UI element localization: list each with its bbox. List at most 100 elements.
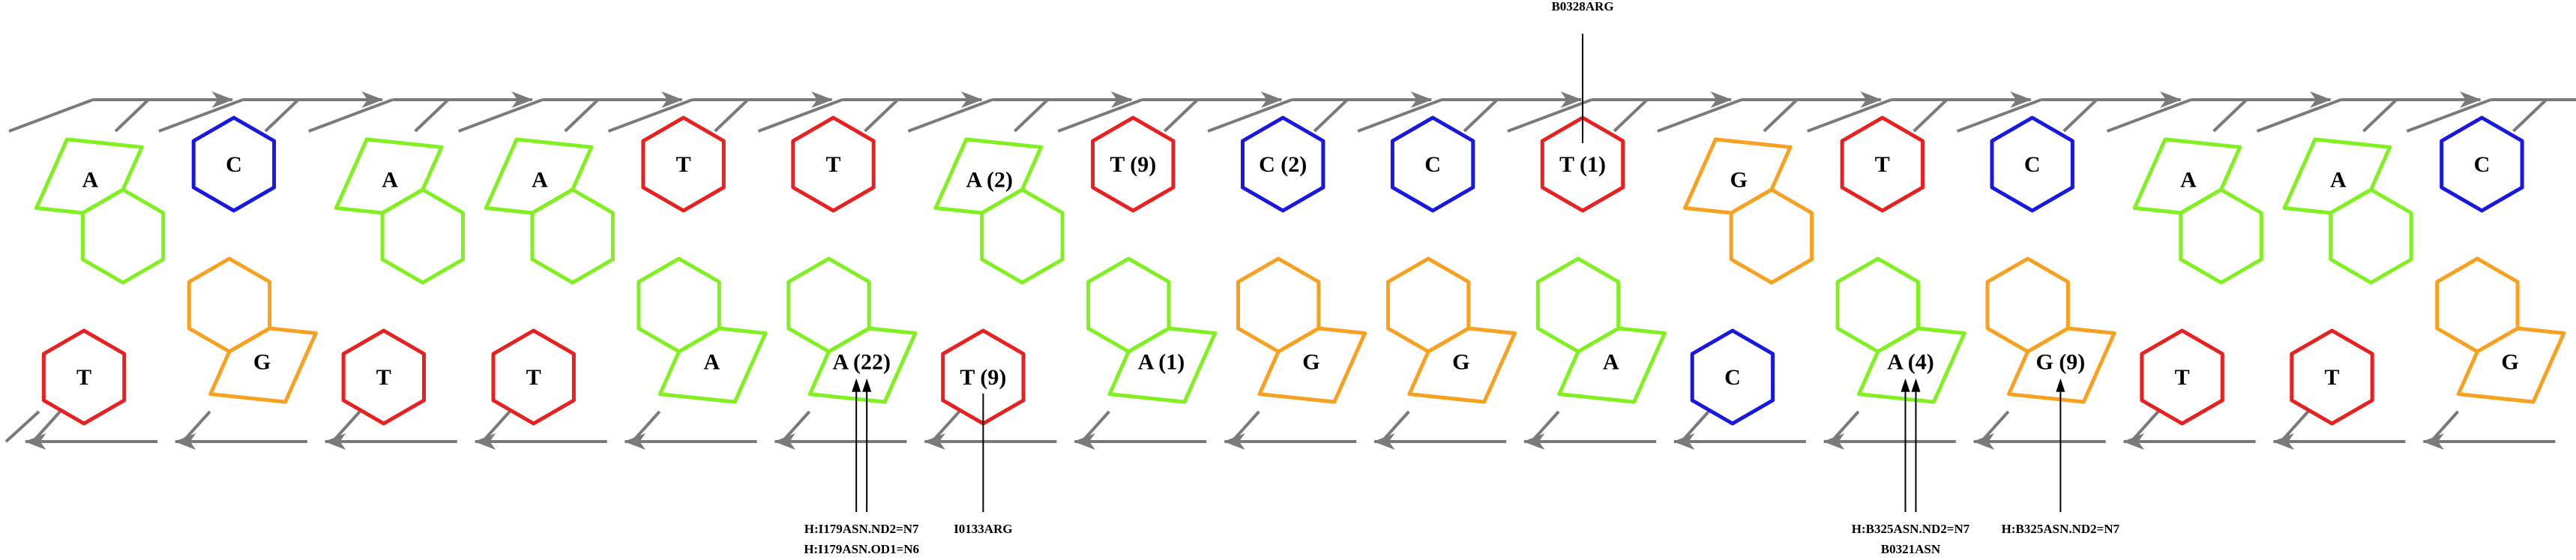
top-base-label: T (1) xyxy=(1559,152,1606,177)
bottom-base-label: G xyxy=(253,350,271,375)
top-backbone-link xyxy=(2512,98,2548,133)
bottom-backbone-slant xyxy=(1680,410,1710,443)
purine-hexagon-icon xyxy=(1236,256,1321,354)
top-backbone-slant xyxy=(8,98,94,133)
top-backbone-slant xyxy=(2406,98,2492,133)
pyrimidine-hexagon-icon xyxy=(341,328,426,426)
top-base-label: T xyxy=(825,152,840,177)
top-base-label: T xyxy=(1875,152,1890,177)
top-backbone-slant xyxy=(1357,98,1442,133)
top-base-C-1: C xyxy=(191,115,277,213)
bottom-base-label: T xyxy=(2324,365,2339,390)
top-backbone-slant xyxy=(1657,98,1742,133)
bottom-base-A-4: A xyxy=(637,256,768,404)
residue-label: I0133ARG xyxy=(954,522,1012,536)
pyrimidine-hexagon-icon xyxy=(791,115,876,213)
top-backbone-link xyxy=(1313,98,1349,133)
interaction-annotation: H:I179ASN.ND2=N7H:I179ASN.OD1=N6 xyxy=(804,378,919,556)
purine-hexagon-icon xyxy=(637,256,721,354)
top-base-C-9: C xyxy=(1390,115,1475,213)
top-base-T-12: T xyxy=(1840,115,1925,213)
top-backbone-arrowhead xyxy=(1560,91,1583,109)
top-backbone-slant xyxy=(2106,98,2192,133)
pyrimidine-hexagon-icon xyxy=(1990,115,2074,213)
bottom-base-G-1: G xyxy=(187,256,318,404)
residue-label: H:I179ASN.OD1=N6 xyxy=(804,542,919,556)
purine-pentagon-icon xyxy=(1407,326,1517,404)
residue-label: B0328ARG xyxy=(1551,0,1613,13)
top-base-A-15: A xyxy=(2282,137,2413,285)
top-base-label: A xyxy=(2180,167,2197,192)
bottom-base-label: C xyxy=(1724,365,1741,390)
bottom-backbone-slant xyxy=(1380,410,1410,443)
top-base-label: A xyxy=(382,167,398,192)
top-backbone-arrowhead xyxy=(2010,91,2032,109)
purine-pentagon-icon xyxy=(2132,137,2242,215)
top-base-A-14: A xyxy=(2132,137,2263,285)
top-backbone-link xyxy=(2362,98,2398,133)
pyrimidine-hexagon-icon xyxy=(1540,115,1625,213)
bottom-base-label: G (9) xyxy=(2035,350,2085,375)
bottom-base-G-13: G (9) xyxy=(1985,256,2116,404)
top-base-T-5: T xyxy=(791,115,876,213)
top-base-A-6: A (2) xyxy=(933,137,1065,285)
purine-hexagon-icon xyxy=(1385,256,1471,354)
top-base-label: A xyxy=(82,167,98,192)
pyrimidine-hexagon-icon xyxy=(191,115,277,213)
top-base-T-7: T (9) xyxy=(1091,115,1176,213)
arrowhead-icon xyxy=(2056,378,2065,392)
top-backbone-arrowhead xyxy=(511,91,534,109)
purine-pentagon-icon xyxy=(208,326,318,404)
top-backbone-slant xyxy=(607,98,693,133)
bottom-base-label: G xyxy=(2501,350,2518,375)
purine-pentagon-icon xyxy=(1857,326,1966,404)
bottom-base-C-11: C xyxy=(1690,328,1775,426)
bottom-base-T-14: T xyxy=(2140,328,2224,426)
top-base-label: C xyxy=(226,152,242,177)
pyrimidine-hexagon-icon xyxy=(1690,328,1775,426)
bottom-base-label: A (1) xyxy=(1138,350,1185,375)
top-backbone-link xyxy=(1763,98,1799,133)
arrowhead-icon xyxy=(1911,378,1921,392)
bottom-backbone-slant xyxy=(931,410,960,443)
bottom-backbone-slant xyxy=(781,410,811,443)
top-backbone-link xyxy=(1913,98,1948,133)
top-backbone-link xyxy=(864,98,899,133)
bottom-backbone-slant xyxy=(1980,410,2010,443)
bottom-base-T-15: T xyxy=(2290,328,2374,426)
bottom-base-label: A xyxy=(1603,350,1619,375)
top-backbone-slant xyxy=(757,98,843,133)
bottom-backbone-slant xyxy=(1530,410,1560,443)
purine-pentagon-icon xyxy=(2456,326,2566,404)
pyrimidine-hexagon-icon xyxy=(1390,115,1475,213)
pyrimidine-hexagon-icon xyxy=(1840,115,1925,213)
top-base-G-11: G xyxy=(1683,137,1814,285)
arrowhead-icon xyxy=(862,378,872,392)
top-base-A-2: A xyxy=(334,137,465,285)
purine-hexagon-icon xyxy=(980,187,1065,285)
bottom-base-A-10: A xyxy=(1535,256,1667,404)
annotation-layer: B0328ARG H:I179ASN.ND2=N7H:I179ASN.OD1=N6… xyxy=(804,0,2119,556)
top-base-A-0: A xyxy=(34,137,166,285)
purine-hexagon-icon xyxy=(530,187,615,285)
top-backbone-arrowhead xyxy=(661,91,683,109)
bottom-base-label: A xyxy=(703,350,720,375)
bottom-backbone-slant xyxy=(331,410,361,443)
top-base-C-13: C xyxy=(1990,115,2074,213)
pyrimidine-hexagon-icon xyxy=(41,328,127,426)
interaction-annotation: I0133ARG xyxy=(954,394,1013,536)
top-backbone-slant xyxy=(1207,98,1292,133)
top-base-C-16: C xyxy=(2440,115,2524,213)
bottom-base-G-9: G xyxy=(1385,256,1517,404)
top-backbone-link xyxy=(564,98,600,133)
top-base-label: A (2) xyxy=(966,167,1013,192)
top-backbone-slant xyxy=(1956,98,2042,133)
bottom-backbone-slant xyxy=(1080,410,1110,443)
top-backbone-slant xyxy=(1807,98,1892,133)
bottom-base-T-2: T xyxy=(341,328,426,426)
purine-pentagon-icon xyxy=(1683,137,1793,215)
residue-label: H:I179ASN.ND2=N7 xyxy=(804,522,919,536)
top-base-label: C xyxy=(2474,152,2491,177)
top-backbone-arrowhead xyxy=(361,91,384,109)
